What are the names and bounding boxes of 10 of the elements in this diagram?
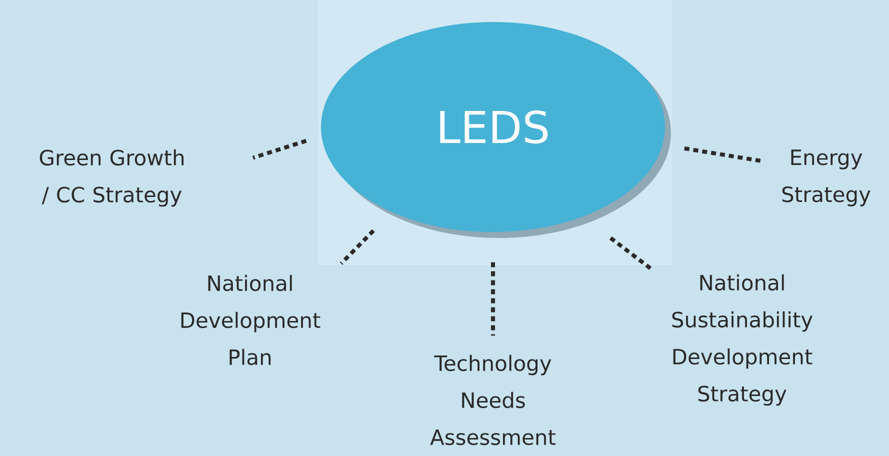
label-text: National Sustainability Development Strategy [672, 274, 813, 406]
dotted-line [491, 262, 495, 336]
dotted-line [340, 229, 375, 265]
label-text: Technology Needs Assessment [430, 354, 556, 446]
label-text: Energy Strategy [782, 150, 870, 206]
label-text: Green Growth / CC Strategy [40, 149, 184, 207]
dotted-line [684, 146, 761, 163]
dotted-line [609, 236, 652, 271]
dotted-line [252, 138, 307, 160]
label-text: National Development Plan [181, 274, 320, 366]
